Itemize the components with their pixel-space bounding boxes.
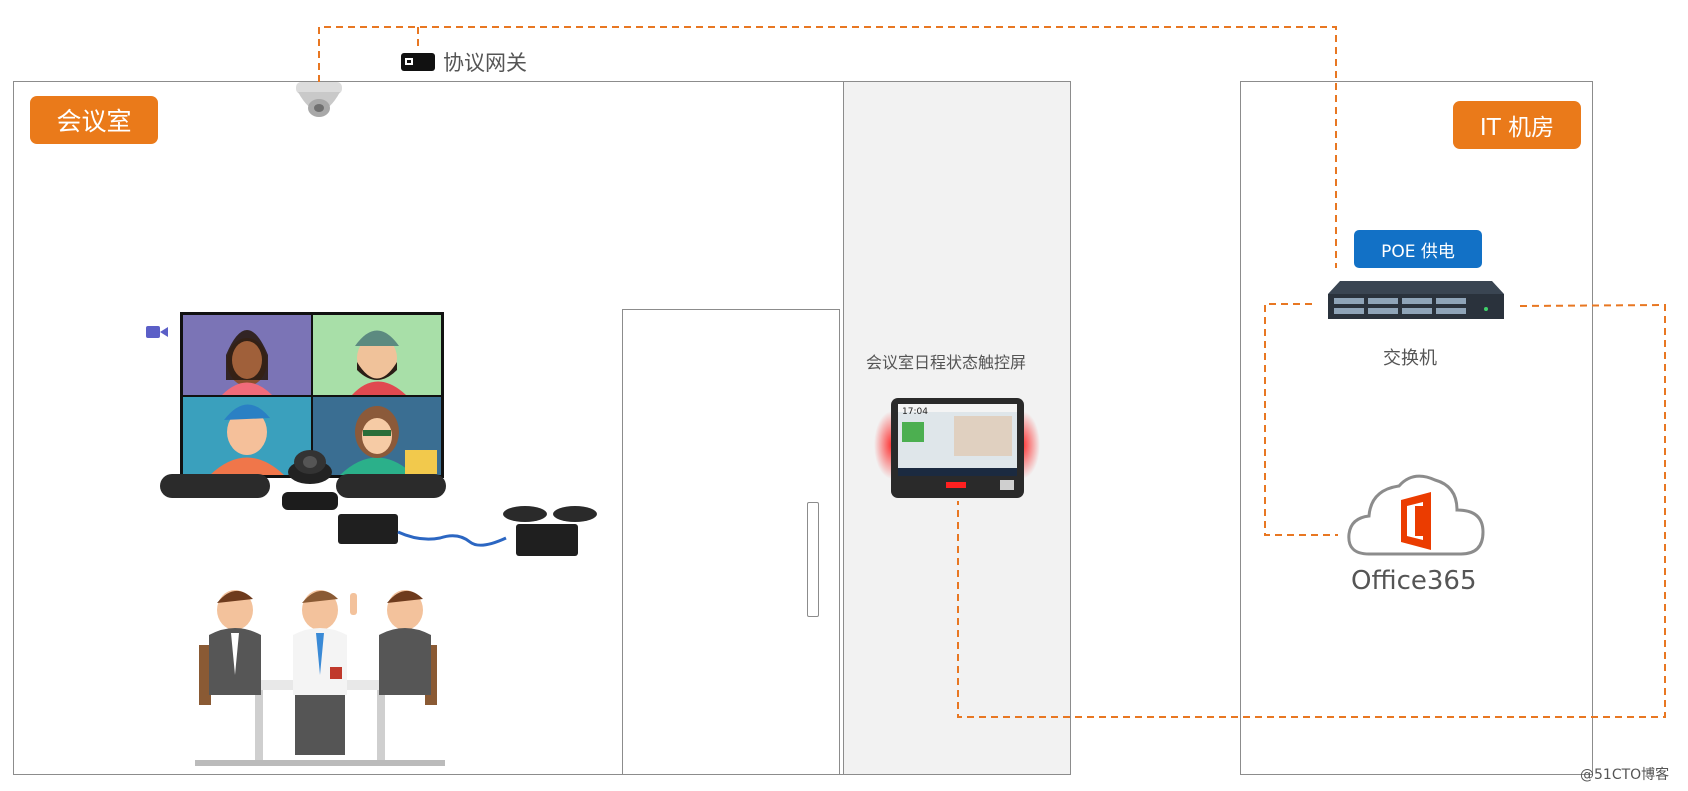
it-room-badge: IT 机房 — [1453, 101, 1581, 149]
door — [622, 309, 840, 775]
switch-to-panel-line — [957, 303, 1666, 718]
it-room-box — [1240, 81, 1593, 775]
poe-badge: POE 供电 — [1354, 230, 1482, 268]
gateway-label: 协议网关 — [443, 51, 527, 75]
switch-label: 交换机 — [1383, 348, 1437, 369]
meeting-people-illustration — [195, 590, 445, 766]
touch-panel-label: 会议室日程状态触控屏 — [866, 353, 1027, 372]
gateway-to-switch-line — [318, 26, 1337, 268]
video-camera-icon — [146, 326, 168, 338]
watermark: @51CTO博客 — [1580, 767, 1670, 783]
meeting-room-badge: 会议室 — [30, 96, 158, 144]
office365-label: Office365 — [1351, 566, 1477, 596]
touch-panel-time: 17:04 — [902, 407, 928, 417]
touch-panel-device — [874, 398, 1040, 498]
office365-cloud-icon — [1347, 474, 1485, 556]
conference-hub-devices — [338, 506, 597, 556]
network-switch-icon — [1328, 281, 1504, 319]
gateway-device-icon — [401, 53, 435, 71]
dome-camera-icon — [296, 82, 342, 117]
tv-display-with-participants — [160, 312, 446, 510]
door-handle — [807, 502, 819, 617]
switch-to-cloud-line — [1264, 303, 1338, 536]
